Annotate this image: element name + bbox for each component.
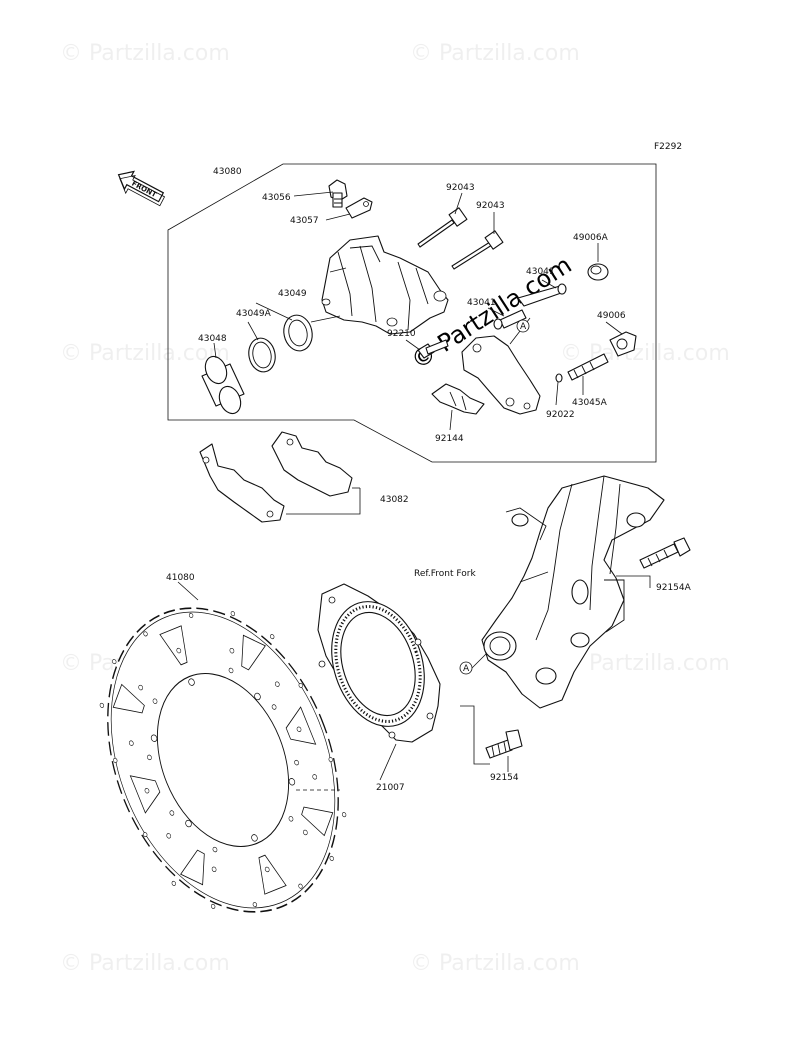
part-number-label: 92144 xyxy=(435,434,464,444)
abs-rotor xyxy=(317,583,441,743)
boot xyxy=(609,331,637,357)
brake-disc xyxy=(99,607,347,913)
watermark-text: © Partzilla.com xyxy=(560,651,730,676)
part-number-label: 43041 xyxy=(526,267,555,277)
brake-pad xyxy=(199,443,285,523)
disc-bolt xyxy=(485,729,523,759)
bleeder-cap xyxy=(345,197,373,219)
part-number-label: 41080 xyxy=(166,573,195,583)
part-number-label: 43056 xyxy=(262,193,291,203)
part-number-label: 43082 xyxy=(380,495,409,505)
part-number-label: 92022 xyxy=(546,410,575,420)
slide-pin xyxy=(493,309,527,330)
part-number-label: 43048 xyxy=(198,334,227,344)
part-number-label: 92154 xyxy=(490,773,519,783)
part-number-label: 43049 xyxy=(278,289,307,299)
part-number-label: 92043 xyxy=(476,201,505,211)
part-number-label: 49006 xyxy=(597,311,626,321)
part-number-label: 43057 xyxy=(290,216,319,226)
part-number-label: 92043 xyxy=(446,183,475,193)
part-number-label: 43041 xyxy=(467,298,496,308)
front-fork xyxy=(481,475,665,709)
pin-bolt xyxy=(417,207,468,248)
part-number-label: 92154A xyxy=(656,583,692,593)
figure-code: F2292 xyxy=(654,142,682,152)
piston xyxy=(201,355,245,415)
part-number-label: 43080 xyxy=(213,167,242,177)
bleeder-valve xyxy=(328,179,348,208)
leader-lines xyxy=(177,191,651,781)
pad-spring xyxy=(431,383,485,415)
boot xyxy=(587,263,609,281)
leader-line xyxy=(286,488,361,515)
front-arrow-icon: FRONT xyxy=(117,170,166,207)
watermark-text: © Partzilla.com xyxy=(60,951,230,976)
pin-bolt xyxy=(451,230,504,270)
part-labels: 43080 43056 43057 92043 92043 49006A 430… xyxy=(166,167,692,793)
watermark-text: © Partzilla.com xyxy=(560,341,730,366)
dust-seal xyxy=(248,337,276,373)
caliper-body xyxy=(321,235,449,335)
slide-pin xyxy=(567,353,609,381)
caliper-assembly-frame xyxy=(167,163,657,463)
watermark-text: © Partzilla.com xyxy=(60,341,230,366)
axle-clamp-bolt xyxy=(639,537,691,569)
callout-marker: A xyxy=(459,661,473,675)
part-number-label: 43045A xyxy=(572,398,608,408)
callout-marker-label: A xyxy=(463,664,470,674)
spring xyxy=(555,373,563,383)
caliper-bracket xyxy=(461,335,541,415)
piston-seal xyxy=(283,314,313,352)
part-number-label: 43049A xyxy=(236,309,272,319)
reference-label: Ref.Front Fork xyxy=(414,569,476,579)
watermark-text: © Partzilla.com xyxy=(410,951,580,976)
slide-pin xyxy=(517,283,567,307)
callout-marker-label: A xyxy=(520,322,527,332)
callout-marker: A xyxy=(516,319,530,333)
brake-pad xyxy=(271,431,353,497)
bolt xyxy=(417,339,449,359)
part-number-label: 92210 xyxy=(387,329,416,339)
watermark-text: © Partzilla.com xyxy=(410,41,580,66)
part-number-label: 49006A xyxy=(573,233,609,243)
part-number-label: 21007 xyxy=(376,783,405,793)
watermark-text: © Partzilla.com xyxy=(60,41,230,66)
